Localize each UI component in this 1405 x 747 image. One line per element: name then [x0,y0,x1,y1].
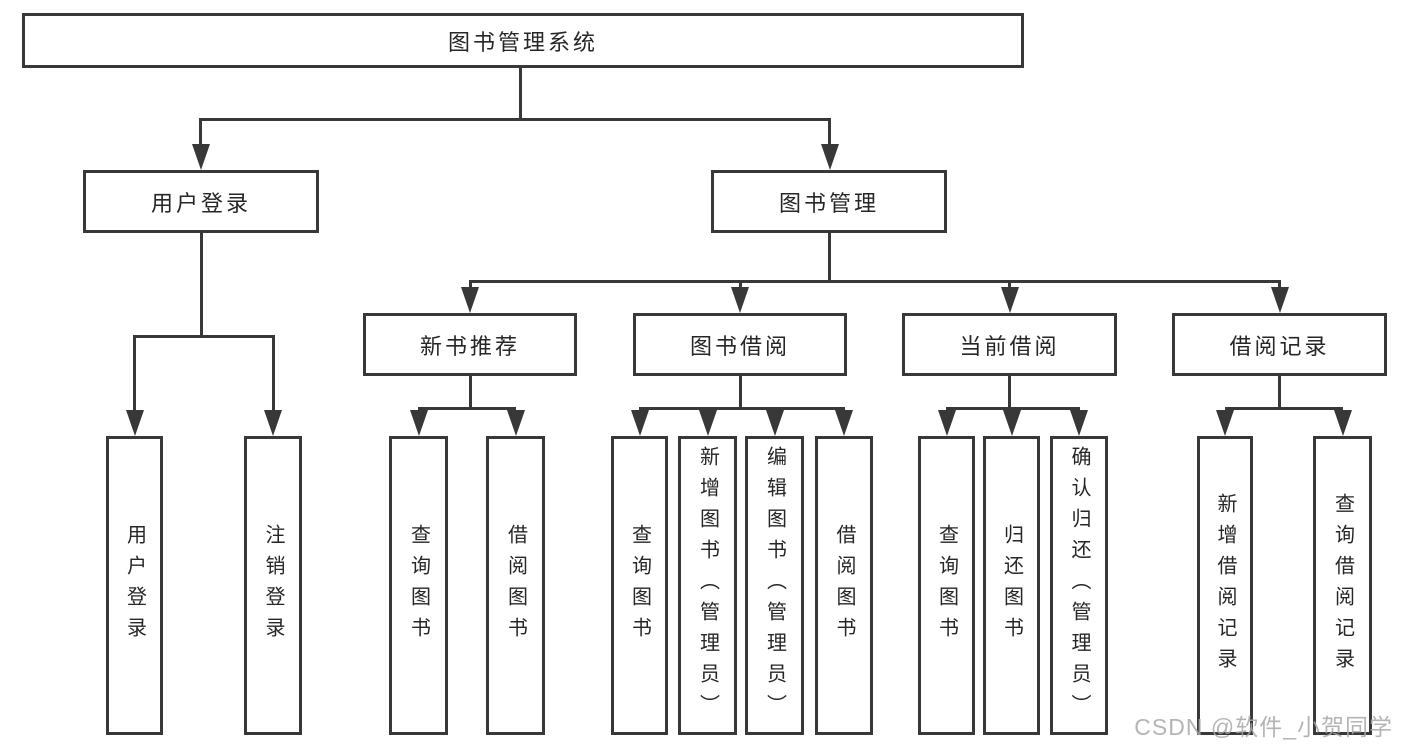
node-root-label: 图书管理系统 [447,29,598,55]
connector-line [1225,407,1343,410]
leaf-add-books-admin-label: 新增图书（管理员） [696,446,719,725]
connector-line [468,280,472,290]
leaf-borrow-books-recommend: 借阅图书 [486,436,545,735]
arrow-down-icon [506,410,525,436]
connector-line [470,280,1281,283]
node-root: 图书管理系统 [22,13,1024,68]
arrow-down-icon [698,410,717,436]
connector-line [1278,376,1281,410]
connector-line [738,376,742,410]
watermark: CSDN @软件_小贺同学 [1134,714,1393,740]
arrow-down-icon [630,410,649,436]
leaf-return-books: 归还图书 [983,436,1040,735]
arrow-down-icon [461,287,479,313]
connector-line [946,407,1080,410]
arrow-down-icon [1002,410,1021,436]
leaf-query-books-recommend: 查询图书 [389,436,448,735]
leaf-borrow-books-label: 借阅图书 [833,523,855,648]
arrow-down-icon [191,144,210,170]
connector-line [271,335,275,413]
arrow-down-icon [835,410,853,436]
leaf-edit-books-admin-label: 编辑图书（管理员） [763,446,786,725]
node-borrowing-records-label: 借阅记录 [1229,333,1330,359]
connector-line [199,233,203,338]
arrow-down-icon [1070,410,1088,436]
leaf-borrow-books: 借阅图书 [815,436,873,735]
arrow-down-icon [1216,410,1234,436]
leaf-query-books-current-label: 查询图书 [935,523,958,648]
connector-line [468,376,472,410]
node-new-book-recommend-label: 新书推荐 [419,333,520,359]
leaf-query-books-borrowing-label: 查询图书 [628,523,651,648]
node-user-login: 用户登录 [83,170,319,233]
connector-line [418,407,516,410]
arrow-down-icon [1333,410,1352,436]
connector-line [519,68,522,118]
arrow-down-icon [409,410,428,436]
leaf-logout-label: 注销登录 [262,523,284,648]
arrow-down-icon [731,287,749,313]
arrow-down-icon [1270,287,1289,313]
leaf-add-books-admin: 新增图书（管理员） [678,436,737,735]
leaf-query-books-current: 查询图书 [918,436,975,735]
leaf-confirm-return-admin-label: 确认归还（管理员） [1068,446,1090,725]
connector-line [738,280,742,290]
leaf-query-books-recommend-label: 查询图书 [407,523,430,648]
leaf-query-borrow-record-label: 查询借阅记录 [1331,492,1354,679]
connector-line [828,118,831,146]
leaf-query-borrow-record: 查询借阅记录 [1313,436,1372,735]
arrow-down-icon [820,144,839,170]
node-user-login-label: 用户登录 [150,190,251,216]
arrow-down-icon [125,410,144,436]
node-book-borrowing: 图书借阅 [633,313,847,376]
leaf-query-books-borrowing: 查询图书 [611,436,668,735]
connector-line [827,233,831,280]
connector-line [639,407,845,410]
node-borrowing-records: 借阅记录 [1172,313,1387,376]
node-book-management-label: 图书管理 [778,190,879,216]
node-current-borrowing-label: 当前借阅 [959,333,1060,359]
connector-line [199,118,830,121]
connector-line [134,335,274,338]
connector-line [1278,280,1281,290]
leaf-add-borrow-record: 新增借阅记录 [1197,436,1253,735]
node-book-borrowing-label: 图书借阅 [689,333,790,359]
leaf-user-login: 用户登录 [106,436,163,735]
leaf-borrow-books-recommend-label: 借阅图书 [504,523,527,648]
arrow-down-icon [1000,287,1019,313]
arrow-down-icon [264,410,282,436]
connector-line [133,335,136,413]
leaf-edit-books-admin: 编辑图书（管理员） [745,436,804,735]
node-new-book-recommend: 新书推荐 [363,313,577,376]
connector-line [1008,376,1011,410]
leaf-user-login-label: 用户登录 [123,523,146,648]
leaf-confirm-return-admin: 确认归还（管理员） [1050,436,1108,735]
leaf-return-books-label: 归还图书 [1000,523,1023,648]
leaf-logout: 注销登录 [244,436,302,735]
node-current-borrowing: 当前借阅 [902,313,1117,376]
leaf-add-borrow-record-label: 新增借阅记录 [1214,492,1236,679]
node-book-management: 图书管理 [711,170,947,233]
connector-line [199,118,202,146]
connector-line [1008,280,1011,290]
arrow-down-icon [765,410,784,436]
arrow-down-icon [937,410,956,436]
